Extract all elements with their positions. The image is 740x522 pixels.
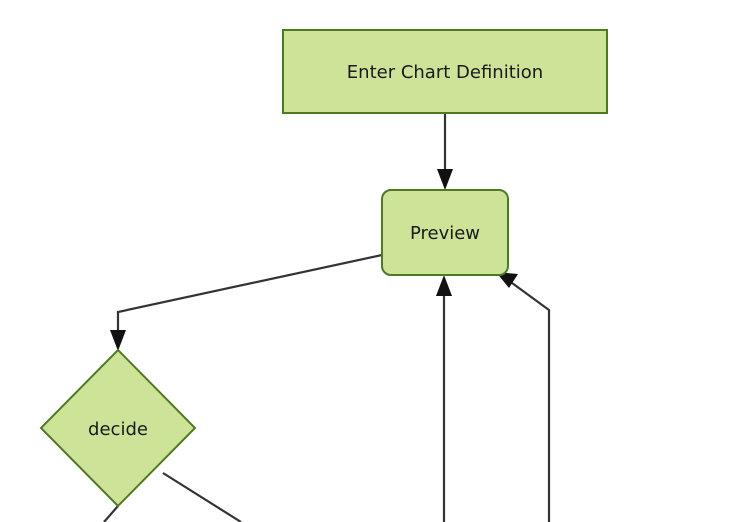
node-label-preview: Preview <box>410 223 480 244</box>
node-shape-rectangle[interactable] <box>282 29 608 114</box>
arrowhead-icon <box>437 169 453 190</box>
edge-decide-bottom-out <box>103 505 119 522</box>
edge-preview-to-decide <box>110 253 383 351</box>
arrowhead-icon <box>110 330 126 351</box>
edge-bottom-center-to-preview <box>436 275 452 522</box>
edge-line <box>103 505 119 522</box>
edge-decide-right-out <box>162 472 242 522</box>
edge-line <box>162 472 242 522</box>
arrowhead-icon <box>436 275 452 296</box>
node-decide[interactable]: decide <box>39 348 197 508</box>
arrowhead-icon <box>496 272 518 288</box>
node-enter-chart-definition[interactable]: Enter Chart Definition <box>282 29 608 114</box>
edge-line <box>116 253 383 337</box>
node-preview[interactable]: Preview <box>381 189 509 276</box>
node-label-decide: decide <box>88 419 148 440</box>
node-shape-diamond[interactable] <box>39 348 197 508</box>
edge-enter-to-preview <box>437 113 453 190</box>
node-shape-rounded-rectangle[interactable] <box>381 189 509 276</box>
edge-bottom-right-to-preview <box>496 272 551 522</box>
node-label-enter-chart-definition: Enter Chart Definition <box>347 62 543 83</box>
edge-line <box>507 279 551 522</box>
